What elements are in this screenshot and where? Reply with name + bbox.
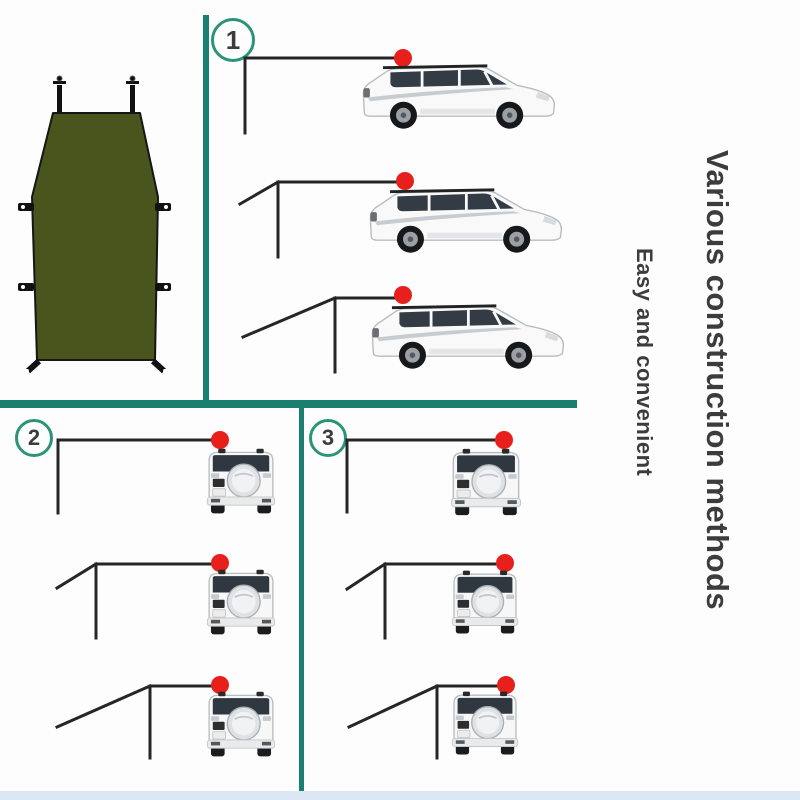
vertical-subtitle: Easy and convenient xyxy=(632,248,657,477)
section-1-badge: 1 xyxy=(211,18,255,62)
tarp-poles xyxy=(53,75,139,115)
suv-side-icon xyxy=(364,300,569,375)
suv-rear-icon xyxy=(200,567,282,638)
tarp-corner-tabs xyxy=(25,358,167,374)
suv-rear-icon xyxy=(445,568,525,637)
divider-horizontal xyxy=(0,400,577,408)
suv-rear-icon xyxy=(445,689,525,758)
section-1-number: 1 xyxy=(225,24,241,55)
section-3-badge: 3 xyxy=(309,419,347,457)
divider-vertical-bottom xyxy=(299,408,304,793)
section-2-badge: 2 xyxy=(15,419,53,457)
bottom-strip xyxy=(0,791,800,800)
suv-rear-icon xyxy=(200,689,282,760)
vertical-title: Various construction methods xyxy=(700,150,735,611)
divider-vertical-top xyxy=(203,15,209,405)
section-3-number: 3 xyxy=(321,425,335,450)
tarp-body xyxy=(31,112,159,361)
section-2-number: 2 xyxy=(27,425,41,450)
awning-tarp-icon xyxy=(18,75,171,374)
tarp-side-tabs xyxy=(18,203,171,291)
suv-side-icon xyxy=(355,60,560,135)
suv-rear-icon xyxy=(444,446,528,519)
suv-side-icon xyxy=(362,184,567,259)
suv-rear-icon xyxy=(200,446,282,517)
